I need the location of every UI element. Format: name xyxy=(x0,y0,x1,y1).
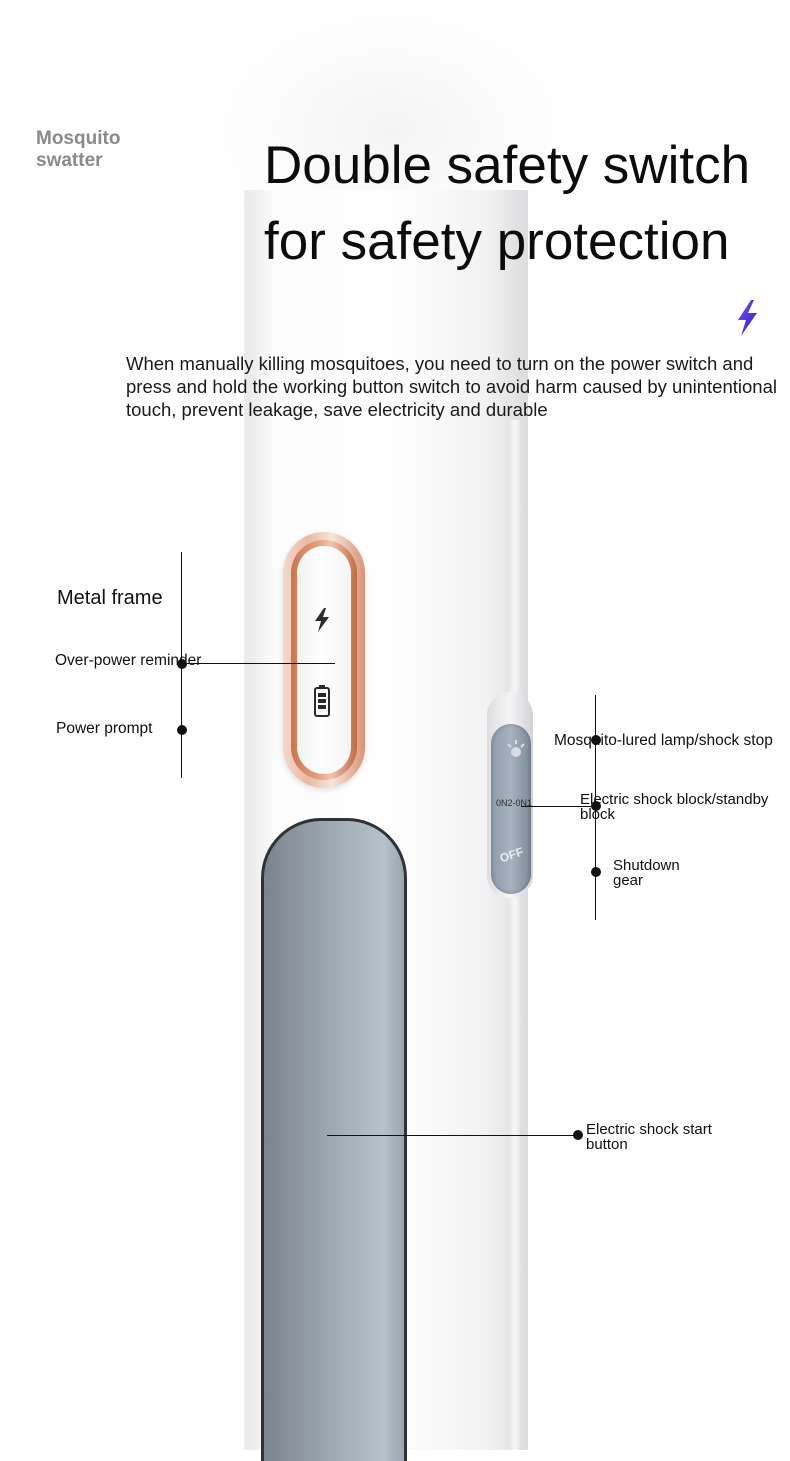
brand-line-2: swatter xyxy=(36,150,103,171)
callout-over-power: Over-power reminder xyxy=(55,652,202,669)
callout-start-button: Electric shock start button xyxy=(586,1121,712,1153)
lamp-icon xyxy=(507,740,525,757)
callout-dot-over-power xyxy=(177,659,187,669)
handle-seam xyxy=(508,420,522,1450)
switch-on-label: 0N2-0N1 xyxy=(496,798,533,808)
page-title: Double safety switch for safety protecti… xyxy=(264,128,784,280)
title-line-1: Double safety switch xyxy=(264,136,751,195)
indicator-panel xyxy=(297,546,351,774)
callout-dot-shutdown xyxy=(591,867,601,877)
callout-dot-start-button xyxy=(573,1130,583,1140)
title-line-2: for safety protection xyxy=(264,212,730,271)
description-text: When manually killing mosquitoes, you ne… xyxy=(126,353,777,420)
callout-pointer-start-button xyxy=(327,1135,579,1136)
callout-metal-frame: Metal frame xyxy=(57,587,163,609)
callout-shock-block: Electric shock block/standby block xyxy=(580,791,769,823)
lightning-bolt-icon xyxy=(315,608,329,632)
callout-pointer-over-power xyxy=(181,663,335,664)
battery-icon xyxy=(314,685,330,717)
power-slide-switch[interactable] xyxy=(491,724,531,894)
callout-power-prompt: Power prompt xyxy=(56,720,153,737)
callout-lamp-stop: Mosquito-lured lamp/shock stop xyxy=(554,732,773,749)
callout-dot-lamp-stop xyxy=(591,735,601,745)
electric-shock-start-button[interactable] xyxy=(261,818,407,1461)
lightning-bolt-icon xyxy=(738,300,757,336)
brand-line-1: Mosquito xyxy=(36,128,121,149)
callout-dot-power-prompt xyxy=(177,725,187,735)
brand-label: Mosquito swatter xyxy=(36,128,156,172)
callout-shutdown: Shutdown gear xyxy=(613,857,680,889)
callout-dot-shock-block xyxy=(591,801,601,811)
callout-pointer-shock-block xyxy=(521,806,595,807)
